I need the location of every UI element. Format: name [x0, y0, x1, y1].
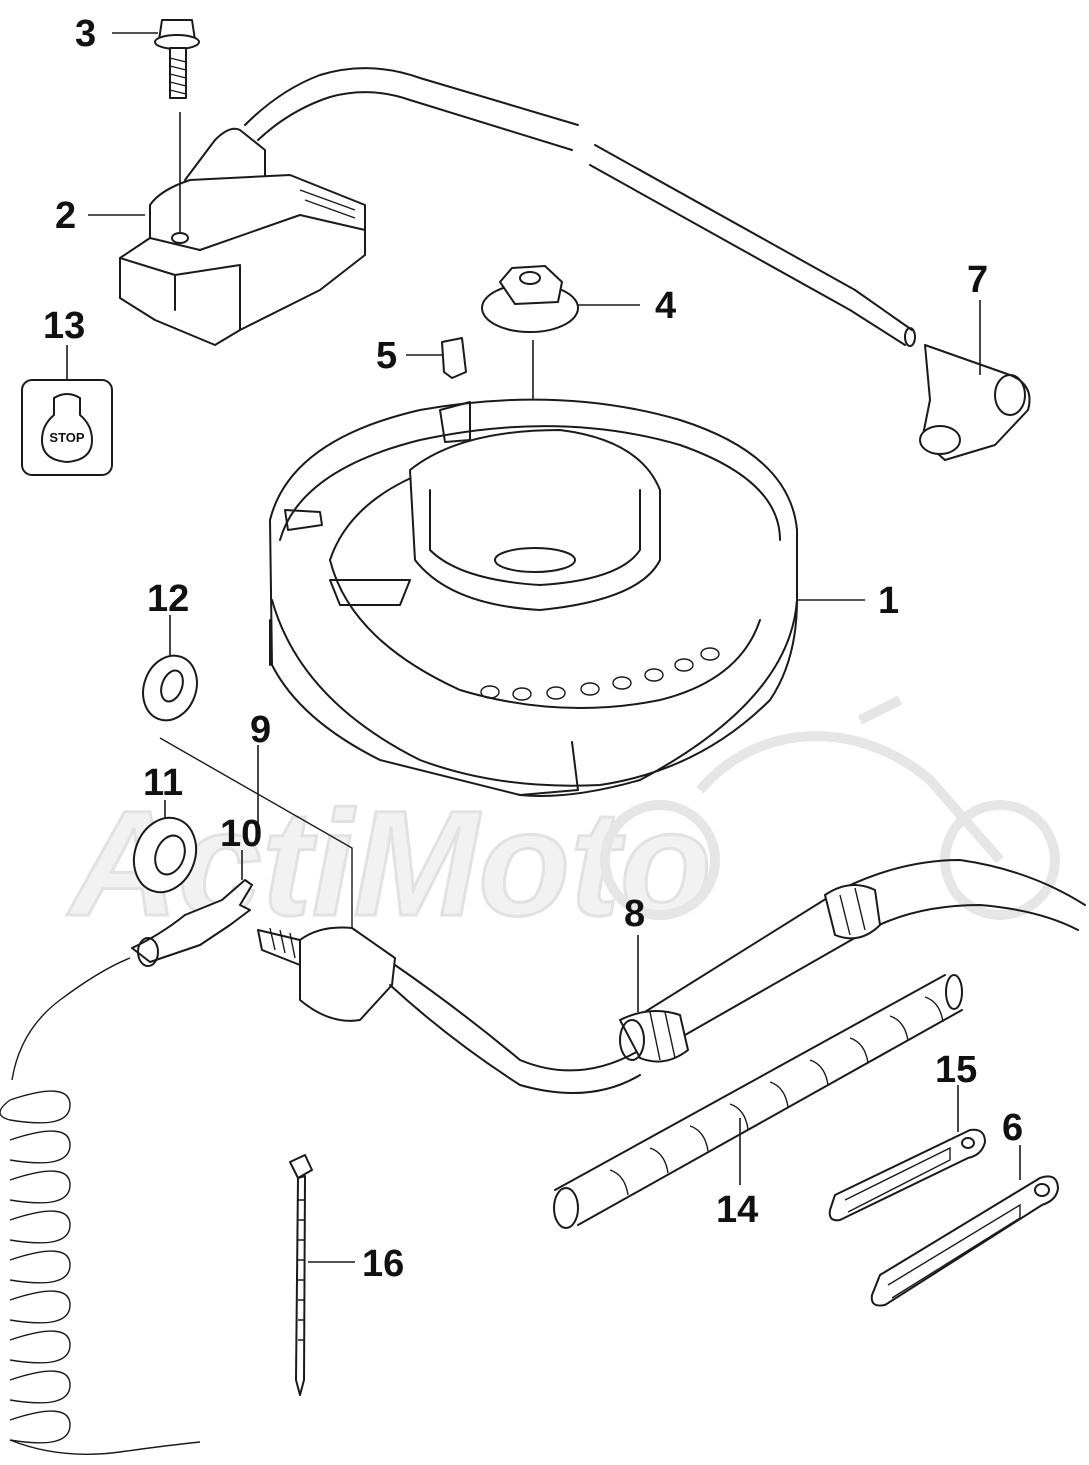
callout-13: 13: [43, 305, 85, 347]
callout-16: 16: [362, 1243, 404, 1285]
callout-9: 9: [250, 709, 271, 751]
woodruff-key: [441, 337, 467, 379]
watermark: ActiMoto: [65, 695, 1060, 949]
callout-5: 5: [376, 335, 397, 377]
callout-7: 7: [967, 259, 988, 301]
callout-2: 2: [55, 195, 76, 237]
flywheel: [269, 398, 798, 797]
callout-8: 8: [624, 893, 645, 935]
callout-4: 4: [655, 285, 676, 327]
callout-15: 15: [935, 1049, 977, 1091]
bolt: [154, 19, 200, 232]
stop-button: STOP: [21, 379, 113, 476]
oil-seal: [132, 816, 198, 894]
callout-11: 11: [143, 762, 183, 804]
leader-lines: [66, 32, 1021, 1263]
cable-tie: [289, 1154, 313, 1396]
callout-14: 14: [716, 1189, 758, 1231]
lanyard-coil: [0, 1090, 201, 1455]
high-tension-lead: [244, 67, 916, 347]
ignition-coil: [119, 127, 366, 346]
flywheel-nut: [481, 265, 579, 562]
clip-6: [870, 1175, 1059, 1307]
spark-plug-cap: [919, 344, 1031, 461]
callout-3: 3: [75, 13, 96, 55]
callout-labels: 1 2 3 4 5 6 7 8 9 10 11 12 13 14 15 16: [43, 13, 1023, 1285]
callout-6: 6: [1002, 1107, 1023, 1149]
clip-15: [828, 1128, 986, 1222]
motorcycle-watermark-icon: [600, 695, 1060, 920]
stop-switch-assembly: [11, 737, 641, 1094]
cable-grommet: [619, 859, 1086, 1063]
flywheel-vent-holes: [480, 647, 720, 701]
callout-10: 10: [220, 813, 262, 855]
spiral-tube: [553, 974, 963, 1229]
callout-1: 1: [878, 580, 899, 622]
callout-12: 12: [147, 578, 189, 620]
washer: [142, 654, 198, 722]
stop-label: STOP: [49, 430, 84, 445]
